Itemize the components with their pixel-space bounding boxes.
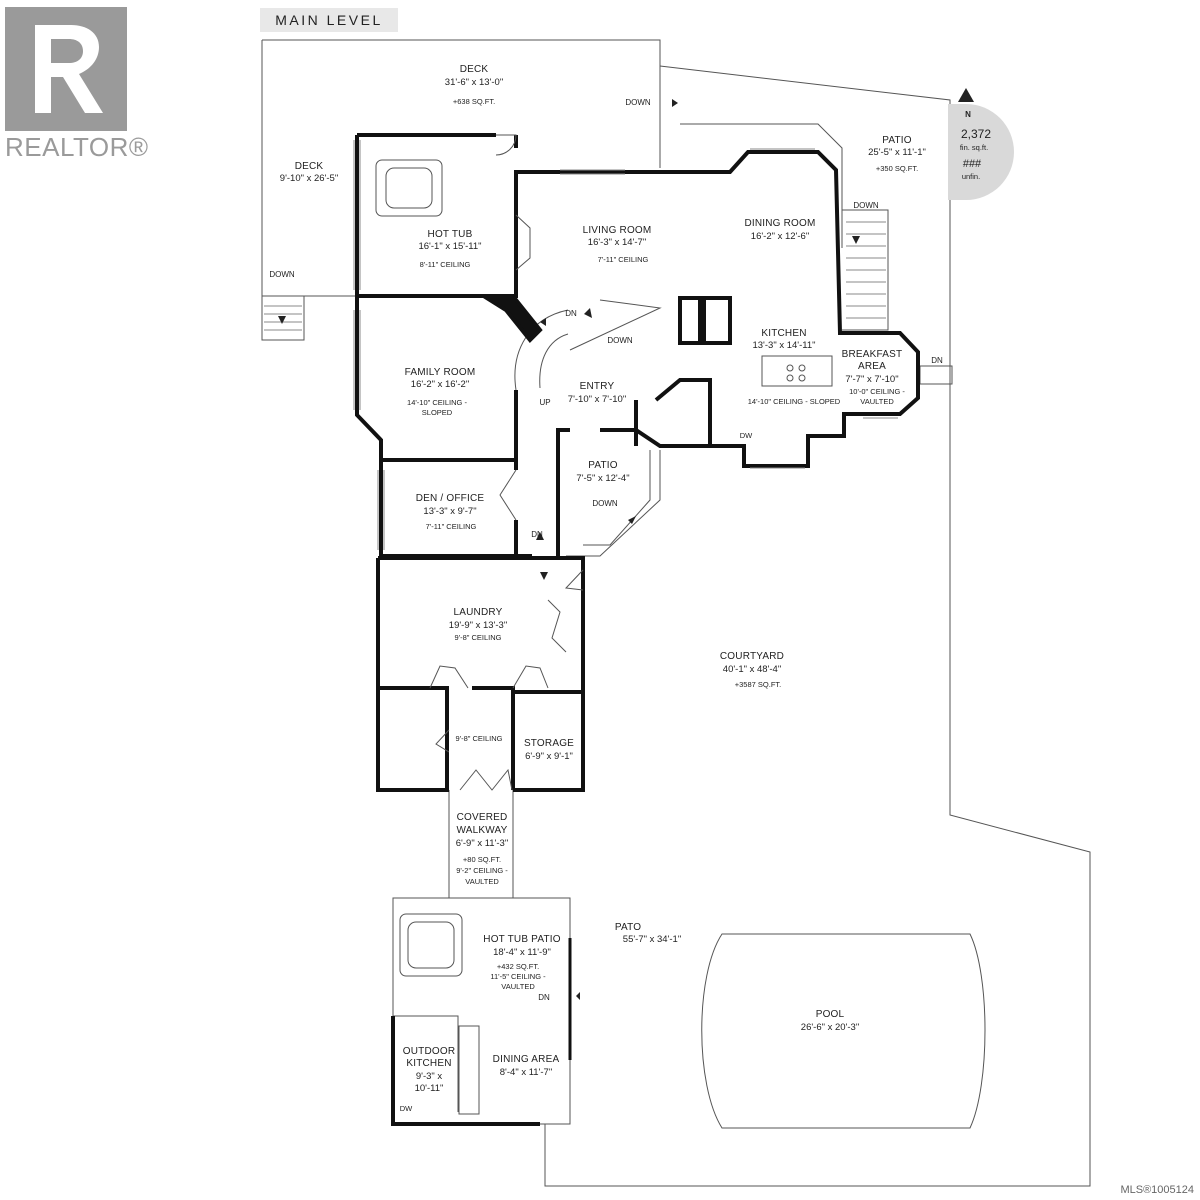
pool-name: POOL — [815, 1009, 845, 1020]
pool-dims: 26'-6" x 20'-3" — [800, 1022, 860, 1033]
outdoor-kitchen-name-2: KITCHEN — [406, 1058, 452, 1069]
label-dn-stair: DN — [565, 309, 577, 318]
hot-tub-patio-ceiling: 11'-5" CEILING - — [490, 972, 546, 981]
hot-tub-outline — [375, 159, 443, 217]
hot-tub-walls — [355, 135, 518, 298]
courtyard-name: COURTYARD — [719, 651, 785, 662]
deck-outline — [262, 39, 661, 168]
den-dims: 13'-3" x 9'-7" — [423, 506, 477, 517]
courtyard-dims: 40'-1" x 48'-4" — [722, 664, 782, 675]
unfin-label: unfin. — [961, 172, 981, 181]
fin-sqft-label: fin. sq.ft. — [959, 143, 989, 152]
breakfast-name-2: AREA — [857, 361, 887, 372]
outdoor-kitchen-name: OUTDOOR — [402, 1046, 456, 1057]
den-ceiling: 7'-11" CEILING — [425, 522, 477, 531]
living-room-name: LIVING ROOM — [582, 225, 652, 236]
hot-tub-dims: 16'-1" x 15'-11" — [418, 241, 482, 252]
entry-dims: 7'-10" x 7'-10" — [567, 394, 627, 405]
courtyard-sqft: +3587 SQ.FT. — [734, 680, 782, 689]
label-down-patio-mid: DOWN — [592, 499, 618, 508]
pato-dims: 55'-7" x 34'-1" — [622, 934, 682, 945]
dining-room-name: DINING ROOM — [744, 218, 816, 229]
compass-north: N — [965, 110, 971, 119]
kitchen-ceiling: 14'-10" CEILING - SLOPED — [747, 397, 841, 406]
entry-name: ENTRY — [579, 381, 615, 392]
label-dw-kitchen: DW — [739, 431, 753, 440]
north-arrow-icon — [958, 88, 974, 102]
realtor-wordmark: REALTOR® — [5, 132, 149, 162]
laundry-walls — [378, 556, 585, 792]
walkway-outline — [448, 790, 514, 898]
label-down-left: DOWN — [269, 270, 295, 279]
family-room-walls — [355, 296, 518, 462]
walkway-ceiling: 9'-2" CEILING - — [456, 866, 508, 875]
family-room-name: FAMILY ROOM — [404, 367, 476, 378]
living-room-dims: 16'-3" x 14'-7" — [587, 237, 647, 248]
dining-area-name: DINING AREA — [492, 1054, 560, 1065]
walkway-sqft: +80 SQ.FT. — [462, 855, 502, 864]
storage-dims: 6'-9" x 9'-1" — [525, 751, 573, 762]
storage-name: STORAGE — [523, 738, 575, 749]
label-down-deck: DOWN — [625, 98, 651, 107]
breakfast-dims: 7'-7" x 7'-10" — [845, 374, 899, 385]
patio-ne-name: PATIO — [882, 135, 912, 146]
hall-ceiling: 9'-8" CEILING — [455, 734, 503, 743]
deck-left-dims: 9'-10" x 26'-5" — [279, 173, 339, 184]
outdoor-kitchen-dims: 9'-3" x — [415, 1071, 443, 1082]
walkway-name: COVERED — [456, 812, 508, 823]
walkway-name-2: WALKWAY — [456, 825, 508, 836]
realtor-logo-icon — [5, 7, 127, 131]
kitchen-dims: 13'-3" x 14'-11" — [752, 340, 816, 351]
hot-tub-patio-dims: 18'-4" x 11'-9" — [493, 947, 551, 958]
kitchen-name: KITCHEN — [761, 328, 807, 339]
patio-mid-dims: 7'-5" x 12'-4" — [576, 473, 630, 484]
hot-tub-name: HOT TUB — [427, 229, 473, 240]
unfin-value: ### — [962, 158, 982, 170]
deck-top-dims: 31'-6" x 13'-0" — [444, 77, 504, 88]
walkway-dims: 6'-9" x 11'-3" — [455, 838, 509, 849]
level-title: MAIN LEVEL — [275, 12, 383, 28]
label-dn-den: DN — [531, 530, 543, 539]
label-down-patio: DOWN — [853, 201, 879, 210]
level-title-box: MAIN LEVEL — [260, 8, 398, 32]
pool-outline — [701, 933, 986, 1129]
deck-left-name: DECK — [294, 161, 324, 172]
breakfast-ceiling: 10'-0" CEILING - — [849, 387, 905, 396]
laundry-name: LAUNDRY — [453, 607, 503, 618]
patio-mid-name: PATIO — [588, 460, 618, 471]
patio-ne-sqft: +350 SQ.FT. — [875, 164, 919, 173]
label-down-entry: DOWN — [607, 336, 633, 345]
label-dn-patio: DN — [538, 993, 550, 1002]
deck-top-name: DECK — [459, 64, 489, 75]
hot-tub-patio-ceiling-2: VAULTED — [501, 982, 535, 991]
walkway-ceiling-2: VAULTED — [465, 877, 499, 886]
mls-number: MLS®1005124 — [1120, 1184, 1194, 1196]
hot-tub-ceiling: 8'-11" CEILING — [419, 260, 471, 269]
label-up-stair: UP — [539, 398, 551, 407]
living-room-ceiling: 7'-11" CEILING — [597, 255, 649, 264]
hot-tub-patio-name: HOT TUB PATIO — [483, 934, 561, 945]
label-dw-outdoor: DW — [399, 1104, 413, 1113]
deck-top-sqft: +638 SQ.FT. — [452, 97, 496, 106]
pato-name: PATO — [614, 922, 642, 933]
courtyard-outline — [544, 65, 1091, 1187]
fin-sqft-value: 2,372 — [960, 127, 992, 141]
main-exterior-walls — [514, 150, 920, 468]
label-dn-breakfast: DN — [931, 356, 943, 365]
laundry-ceiling: 9'-8" CEILING — [454, 633, 502, 642]
outdoor-kitchen-dims-2: 10'-11" — [414, 1083, 444, 1094]
hot-tub-patio-sqft: +432 SQ.FT. — [496, 962, 540, 971]
dining-area-dims: 8'-4" x 11'-7" — [499, 1067, 553, 1078]
breakfast-ceiling-2: VAULTED — [860, 397, 894, 406]
laundry-dims: 19'-9" x 13'-3" — [448, 620, 508, 631]
family-room-dims: 16'-2" x 16'-2" — [410, 379, 470, 390]
dining-room-dims: 16'-2" x 12'-6" — [750, 231, 810, 242]
breakfast-name: BREAKFAST — [841, 349, 903, 360]
family-room-ceiling-2: SLOPED — [421, 408, 453, 417]
den-name: DEN / OFFICE — [415, 493, 485, 504]
family-room-ceiling: 14'-10" CEILING - — [407, 398, 467, 407]
patio-ne-dims: 25'-5" x 11'-1" — [868, 147, 926, 158]
